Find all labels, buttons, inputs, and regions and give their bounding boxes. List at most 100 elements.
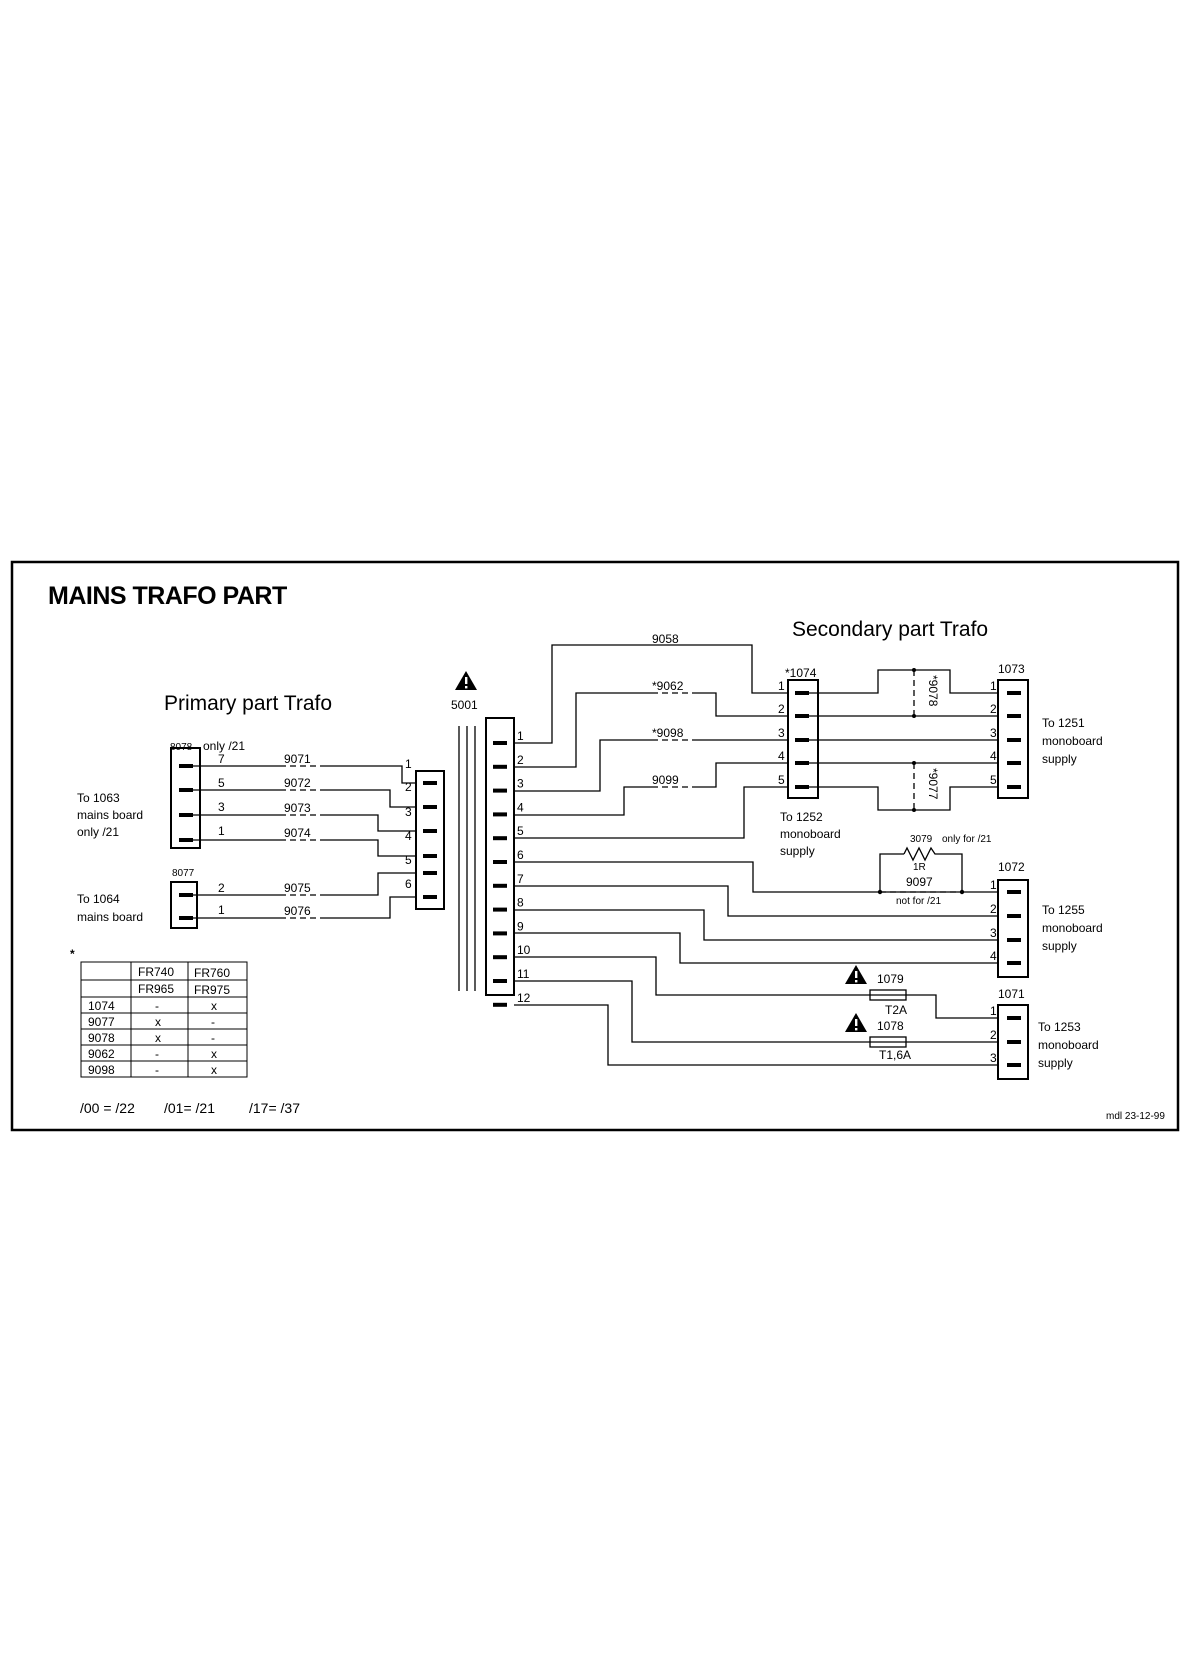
wire-9073 xyxy=(193,814,430,832)
primary-winding-pin xyxy=(423,805,437,809)
transformer-pin xyxy=(493,860,507,864)
transformer-ref: 5001 xyxy=(451,698,478,712)
connector-8078-pin-label: 3 xyxy=(218,800,225,814)
transformer-pin-label: 8 xyxy=(517,896,524,910)
version-note: /01= /21 xyxy=(164,1100,215,1116)
wire-pin11-fuse-1078 xyxy=(514,980,1000,1043)
table-cell: 9062 xyxy=(88,1047,115,1061)
connector-8077-ref: 8077 xyxy=(172,868,195,879)
fuse-1079-value: T2A xyxy=(885,1003,907,1017)
table-cell: - xyxy=(155,999,159,1013)
transformer-pin-label: 10 xyxy=(517,943,531,957)
wire-label: 9072 xyxy=(284,776,311,790)
connector-1071-pin-label: 1 xyxy=(990,1004,997,1018)
connector-1072-pin-label: 1 xyxy=(990,878,997,892)
connector-1073-pin xyxy=(1007,691,1021,695)
primary-winding-pin-label: 6 xyxy=(405,877,412,891)
jumper-9077-label: *9077 xyxy=(926,768,940,800)
wire-1074-1073-pin1 xyxy=(809,669,1000,694)
fuse-1078-value: T1,6A xyxy=(879,1048,911,1062)
connector-8077-pin-label: 2 xyxy=(218,881,225,895)
connector-1071-pin-label: 3 xyxy=(990,1051,997,1065)
connector-1073-pin xyxy=(1007,714,1021,718)
connector-1074-pin-label: 4 xyxy=(778,749,785,763)
connector-1074-pin-label: 1 xyxy=(778,679,785,693)
transformer-pin xyxy=(493,883,507,888)
connector-1072-pin-label: 4 xyxy=(990,949,997,963)
fuse-1079-ref: 1079 xyxy=(877,972,904,986)
wire-9058 xyxy=(514,644,802,744)
connector-1072-pin xyxy=(1007,961,1021,965)
wire-label: *9098 xyxy=(652,726,684,740)
transformer-pin-label: 5 xyxy=(517,824,524,838)
primary-heading: Primary part Trafo xyxy=(164,692,332,715)
primary-winding-pin-label: 4 xyxy=(405,829,412,843)
table-cell: 9077 xyxy=(88,1015,115,1029)
jumper-9097-label: 9097 xyxy=(906,875,933,889)
connector-1074-pin xyxy=(795,691,809,695)
connector-1072-pin xyxy=(1007,890,1021,894)
wire-pin9-1072 xyxy=(514,932,1000,964)
connector-1071-dest-line: To 1253 xyxy=(1038,1020,1081,1034)
connector-1072-ref: 1072 xyxy=(998,860,1025,874)
connector-1074-pin-label: 5 xyxy=(778,773,785,787)
connector-8077-pin-label: 1 xyxy=(218,903,225,917)
diagram-title: MAINS TRAFO PART xyxy=(48,582,287,610)
transformer-pin-label: 2 xyxy=(517,753,524,767)
resistor-3079-leads xyxy=(879,853,963,892)
connector-1073-pin-label: 1 xyxy=(990,679,997,693)
connector-1071-dest-line: monoboard xyxy=(1038,1038,1099,1052)
diagram-frame xyxy=(10,560,1180,1132)
table-cell: - xyxy=(155,1063,159,1077)
connector-1072-pin xyxy=(1007,914,1021,918)
connector-8077-pin xyxy=(179,893,193,897)
variant-table xyxy=(80,961,248,1078)
resistor-value: 1R xyxy=(913,862,926,873)
connector-1072-dest-line: monoboard xyxy=(1042,921,1103,935)
connector-1071-pin xyxy=(1007,1063,1021,1067)
transformer-pin-label: 4 xyxy=(517,800,524,814)
wire-label: 9073 xyxy=(284,801,311,815)
wire-pin5-1074 xyxy=(514,786,802,839)
transformer-pin xyxy=(493,788,507,793)
connector-1074-pin-label: 3 xyxy=(778,726,785,740)
primary-winding-pin-label: 3 xyxy=(405,805,412,819)
connector-1073-pin-label: 2 xyxy=(990,702,997,716)
connector-8078-ref: 8078 xyxy=(170,742,193,753)
connector-1073-dest-line: To 1251 xyxy=(1042,716,1085,730)
fuse-1078-ref: 1078 xyxy=(877,1019,904,1033)
connector-1074-dest-line: monoboard xyxy=(780,827,841,841)
junction-dot xyxy=(877,889,883,895)
connector-1072-pin-label: 2 xyxy=(990,902,997,916)
connector-1072-pin-label: 3 xyxy=(990,926,997,940)
transformer-connector xyxy=(485,717,515,996)
primary-winding-pin-label: 5 xyxy=(405,853,412,867)
connector-8077 xyxy=(170,881,198,929)
wire-label: *9062 xyxy=(652,679,684,693)
transformer-pin-label: 11 xyxy=(517,967,530,981)
junction-dot xyxy=(912,668,916,672)
version-note: /00 = /22 xyxy=(80,1100,135,1116)
wire-pin10-fuse-1079 xyxy=(514,956,1000,1019)
connector-8078-pin xyxy=(179,788,193,792)
wire-label: 9075 xyxy=(284,881,311,895)
connector-1072-dest-line: To 1255 xyxy=(1042,903,1085,917)
table-cell: x xyxy=(211,1063,217,1077)
connector-1074-pin xyxy=(795,761,809,765)
wire-label: 9071 xyxy=(284,752,311,766)
warning-icon xyxy=(845,1013,867,1032)
table-cell: - xyxy=(211,1031,215,1045)
connector-8078-dest-line: mains board xyxy=(77,808,143,822)
table-cell: 9078 xyxy=(88,1031,115,1045)
connector-8078-dest-line: To 1063 xyxy=(77,791,120,805)
primary-winding-pin xyxy=(423,854,437,858)
transformer-pin xyxy=(493,836,507,841)
wire-9076 xyxy=(193,896,430,919)
table-header-cell: FR740 xyxy=(138,965,174,979)
wire-9062 xyxy=(514,692,802,768)
connector-1074-dest-line: supply xyxy=(780,844,815,858)
wire-9098 xyxy=(514,739,802,792)
footer-date: mdl 23-12-99 xyxy=(1106,1111,1165,1122)
connector-1073-pin-label: 3 xyxy=(990,726,997,740)
connector-1074-pin xyxy=(795,785,809,789)
